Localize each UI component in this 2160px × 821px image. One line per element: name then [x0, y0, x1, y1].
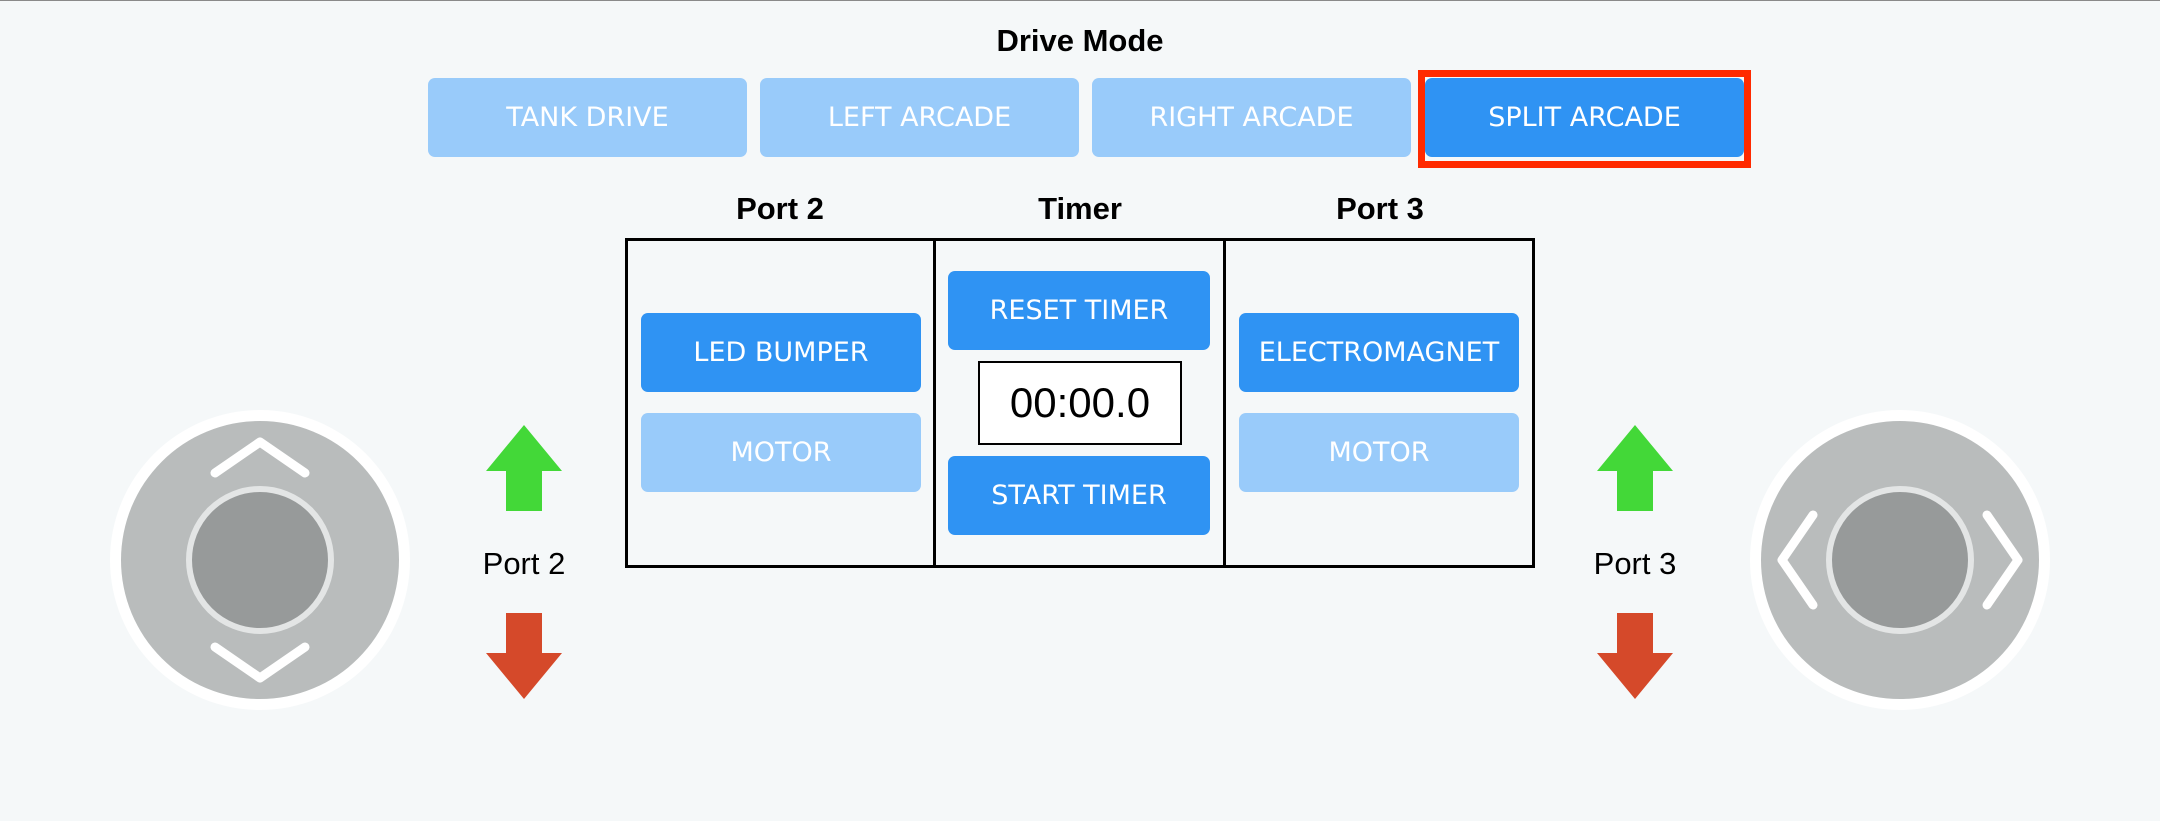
port2-down-arrow-icon[interactable]	[486, 613, 562, 699]
tank-drive-button[interactable]: TANK DRIVE	[428, 78, 747, 157]
right-arcade-button[interactable]: RIGHT ARCADE	[1092, 78, 1411, 157]
panel-divider	[1223, 238, 1226, 568]
joystick-knob[interactable]	[186, 486, 334, 634]
left-arcade-button[interactable]: LEFT ARCADE	[760, 78, 1079, 157]
chevron-right-icon	[1982, 510, 2023, 610]
start-timer-button[interactable]: START TIMER	[948, 456, 1210, 535]
right-joystick[interactable]	[1749, 409, 2051, 711]
joystick-knob[interactable]	[1826, 486, 1974, 634]
panel-divider	[933, 238, 936, 568]
port3-motor-button[interactable]: MOTOR	[1239, 413, 1519, 492]
electromagnet-button[interactable]: ELECTROMAGNET	[1239, 313, 1519, 392]
port2-label: Port 2	[482, 546, 566, 581]
led-bumper-button[interactable]: LED BUMPER	[641, 313, 921, 392]
port3-up-arrow-icon[interactable]	[1597, 425, 1673, 511]
chevron-left-icon	[1777, 510, 1818, 610]
port2-up-arrow-icon[interactable]	[486, 425, 562, 511]
port2-header: Port 2	[736, 191, 824, 226]
timer-header: Timer	[1038, 191, 1122, 226]
port3-down-arrow-icon[interactable]	[1597, 613, 1673, 699]
reset-timer-button[interactable]: RESET TIMER	[948, 271, 1210, 350]
split-arcade-button[interactable]: SPLIT ARCADE	[1425, 78, 1744, 157]
port3-label: Port 3	[1593, 546, 1677, 581]
drive-mode-title: Drive Mode	[996, 23, 1164, 58]
left-joystick[interactable]	[109, 409, 411, 711]
timer-display: 00:00.0	[978, 361, 1182, 445]
control-panel	[625, 238, 1535, 568]
port3-header: Port 3	[1336, 191, 1424, 226]
chevron-down-icon	[210, 642, 310, 683]
selected-mode-outline	[1418, 70, 1751, 168]
port2-motor-button[interactable]: MOTOR	[641, 413, 921, 492]
chevron-up-icon	[210, 437, 310, 478]
